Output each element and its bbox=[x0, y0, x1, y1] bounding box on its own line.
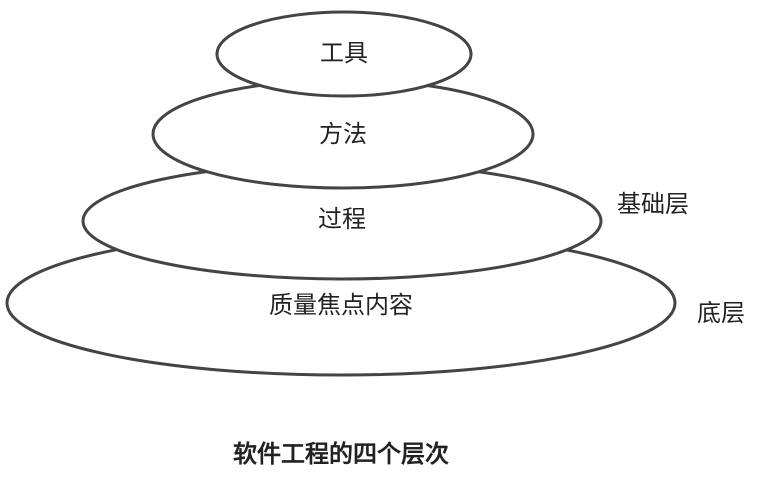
layer-quality-focus-label: 质量焦点内容 bbox=[269, 291, 413, 319]
layer-tools-label: 工具 bbox=[320, 39, 368, 67]
diagram-caption: 软件工程的四个层次 bbox=[233, 440, 449, 468]
layer-tools: 工具 bbox=[215, 10, 473, 98]
layer-method-label: 方法 bbox=[319, 120, 367, 148]
side-label-foundation: 基础层 bbox=[617, 190, 689, 218]
layer-process-label: 过程 bbox=[318, 205, 366, 233]
layer-method: 方法 bbox=[151, 78, 535, 190]
layer-tools-ellipse bbox=[215, 10, 473, 98]
side-label-bottom: 底层 bbox=[697, 299, 745, 327]
